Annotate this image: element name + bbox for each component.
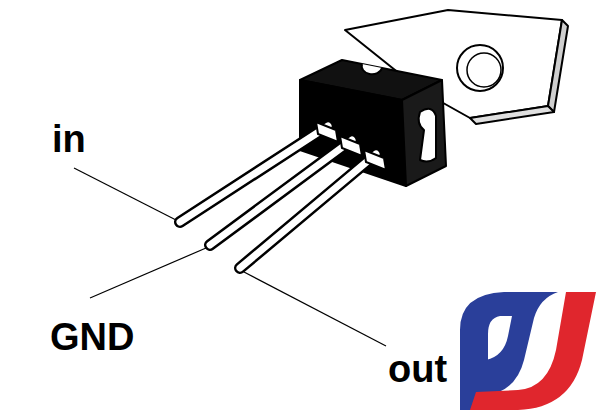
logo xyxy=(460,292,596,410)
pin-label: GND xyxy=(50,318,134,356)
pin-label: out xyxy=(388,350,447,388)
pin-label: in xyxy=(52,120,86,158)
leads xyxy=(180,122,386,268)
